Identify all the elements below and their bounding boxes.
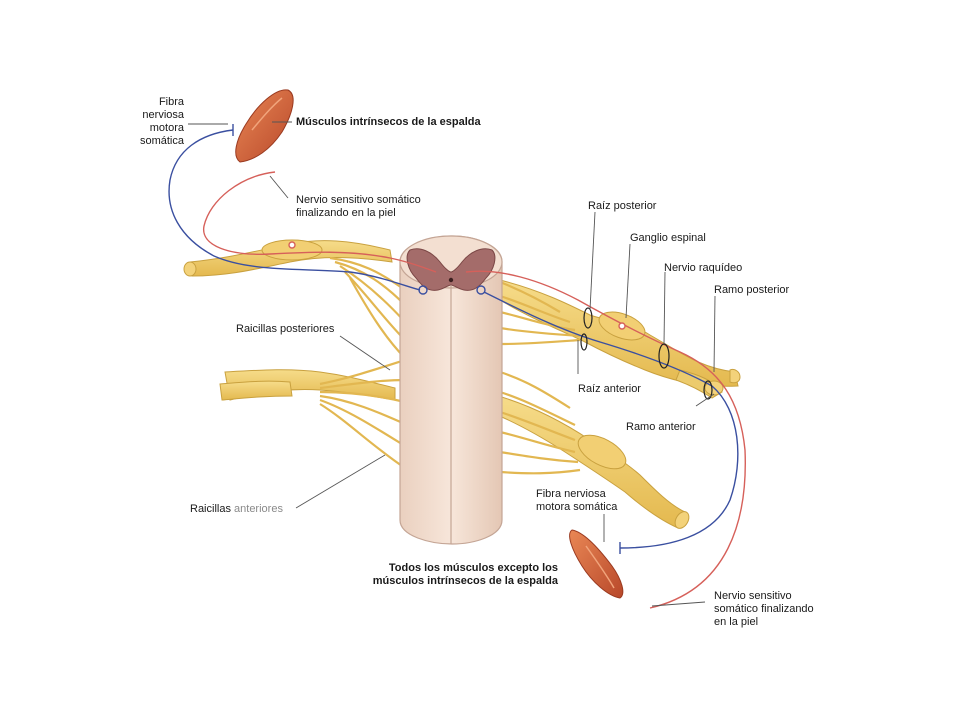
left-dorsal-nerve (183, 239, 393, 277)
label-ramo-anterior: Ramo anterior (626, 421, 696, 433)
label-fibra-motora-bottom: Fibra nerviosa motora somática (536, 488, 618, 513)
label-nervio-sensitivo-bottom: Nervio sensitivo somático finalizando en… (714, 590, 814, 628)
sensory-fibers (203, 171, 746, 609)
right-ventral-nerve (489, 394, 690, 529)
label-raiz-anterior: Raíz anterior (578, 383, 641, 395)
label-raicillas-posteriores: Raicillas posteriores (236, 323, 335, 335)
back-muscle (235, 89, 294, 163)
label-raicillas-prefix: Raicillas (190, 503, 231, 515)
label-musculos-intrinsecos: Músculos intrínsecos de la espalda (296, 116, 481, 128)
label-nervio-sensitivo-top: Nervio sensitivo somático finalizando en… (296, 194, 421, 219)
label-raicillas-anteriores: Raicillas anteriores (190, 503, 283, 516)
label-fibra-motora-top: Fibra nerviosa motora somática (139, 96, 184, 147)
label-raiz-posterior: Raíz posterior (588, 200, 657, 212)
leader-lines (188, 121, 716, 607)
anterior-rootlets (319, 358, 581, 475)
label-todos-los-musculos: Todos los músculos excepto los músculos … (372, 562, 558, 587)
nerve-bands (580, 307, 713, 400)
label-ramo-posterior: Ramo posterior (714, 284, 790, 296)
label-ganglio-espinal: Ganglio espinal (630, 232, 706, 244)
grey-matter (406, 248, 496, 291)
posterior-rootlets (329, 256, 581, 359)
other-muscle (569, 529, 624, 599)
spinal-cord (399, 235, 503, 545)
label-raicillas-suffix: anteriores (230, 503, 283, 515)
label-nervio-raquideo: Nervio raquídeo (664, 262, 743, 274)
